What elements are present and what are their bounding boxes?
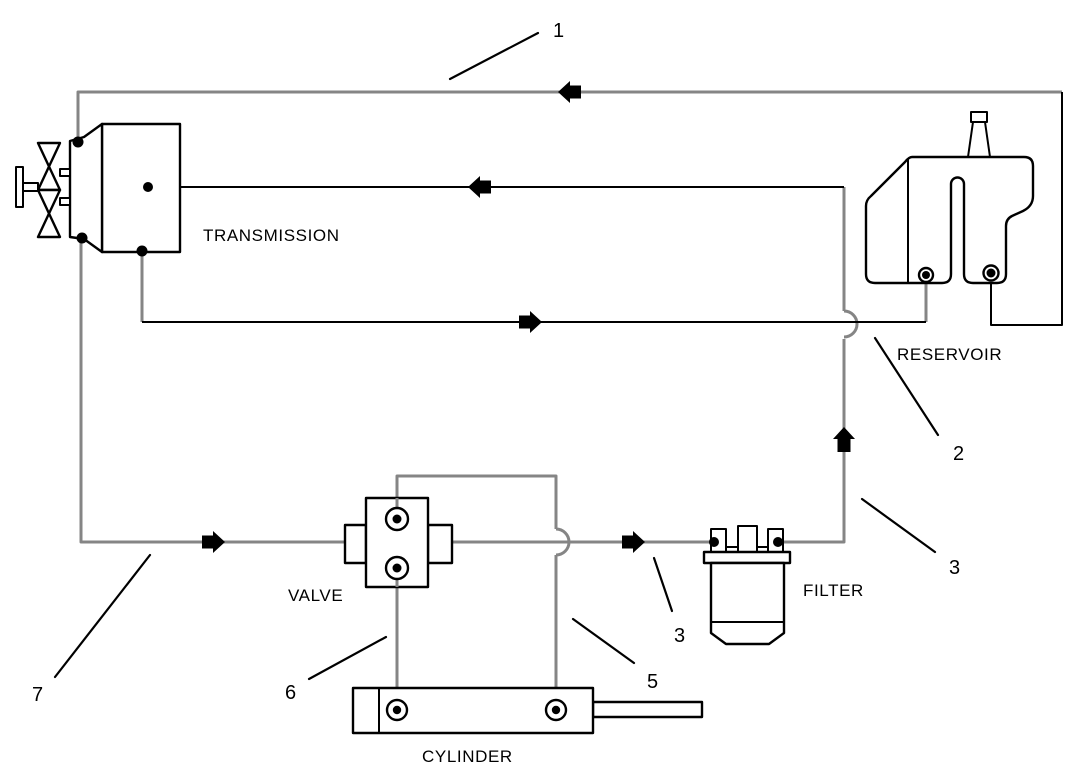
flow-arrow-right-feed [202, 531, 225, 553]
callout-6-number: 6 [285, 682, 296, 704]
callout-3-riser: 3 [860, 497, 960, 579]
callout-7-number: 7 [32, 684, 43, 706]
reservoir-port-left-dot [922, 271, 930, 279]
callout-6: 6 [285, 635, 388, 704]
pulley-shaft [22, 182, 39, 192]
valve-port-top-dot [392, 514, 402, 524]
valve-tab-right [426, 523, 454, 565]
filter-can [709, 561, 786, 646]
transmission-port-top [72, 136, 84, 148]
callout-2: 2 [873, 336, 964, 465]
filter-label: FILTER [803, 581, 864, 600]
filter-port-right-dot [773, 537, 783, 547]
callout-5-number: 5 [647, 671, 658, 693]
pulley-hub-bar-top [59, 168, 71, 177]
valve-symbol [343, 496, 454, 589]
component-labels: TRANSMISSION RESERVOIR VALVE FILTER CYLI… [203, 226, 1002, 766]
line-crossing-hop-valve [555, 527, 571, 557]
callout-7: 7 [32, 553, 152, 706]
callout-2-number: 2 [953, 443, 964, 465]
cylinder-port-right-dot [551, 705, 561, 715]
flow-arrow-right-filter [622, 531, 645, 553]
cylinder-label: CYLINDER [422, 747, 513, 766]
valve-port-bottom-dot [392, 563, 402, 573]
callout-6-leader [307, 635, 388, 681]
valve-tab-left [343, 523, 368, 565]
reservoir-filler-cap [970, 111, 988, 123]
transmission-port-bottom [136, 245, 148, 257]
callout-5: 5 [571, 617, 658, 693]
callout-3-filter: 3 [652, 556, 685, 647]
callout-5-leader [571, 617, 636, 665]
callout-2-leader [873, 336, 940, 437]
callouts: 1 2 3 3 5 6 7 [32, 20, 964, 706]
filter-port-left-dot [709, 537, 719, 547]
flow-arrow-left-top [558, 81, 581, 103]
pulley-sheave-lower [36, 188, 62, 239]
pulley-sheave-upper [36, 141, 62, 192]
filter-to-riser-line [778, 339, 846, 544]
pulley-shaft-plate [15, 166, 24, 208]
flow-arrow-right-lower [519, 311, 542, 333]
flow-arrow-left-middle [468, 176, 491, 198]
flow-arrows [202, 81, 855, 553]
valve-top-loop-line [395, 474, 558, 529]
transmission-body [100, 122, 182, 254]
pulley-hub-bar-bottom [59, 197, 71, 206]
callout-1-number: 1 [553, 20, 564, 42]
top-supply-line [76, 90, 1062, 142]
callout-3-filter-leader [652, 556, 674, 613]
hydraulic-lines [76, 90, 1062, 709]
pump-feed-line [79, 238, 348, 544]
transmission-symbol [15, 122, 182, 257]
filter-fitting-center [737, 525, 758, 553]
cylinder-port-left-dot [392, 705, 402, 715]
callout-3-riser-leader [860, 497, 937, 554]
callout-1-leader [448, 31, 540, 81]
filter-flange [702, 550, 792, 565]
reservoir-port-right-dot [986, 268, 996, 278]
callout-3-filter-number: 3 [674, 625, 685, 647]
callout-3-riser-number: 3 [949, 557, 960, 579]
transmission-port-bottom-left [76, 232, 88, 244]
reservoir-filler-neck [967, 121, 991, 158]
transmission-label: TRANSMISSION [203, 226, 340, 245]
reservoir-label: RESERVOIR [897, 345, 1002, 364]
cylinder-symbol [351, 686, 704, 735]
filter-symbol [702, 525, 792, 646]
callout-1: 1 [448, 20, 564, 81]
valve-label: VALVE [288, 586, 343, 605]
cylinder-rod [591, 700, 704, 719]
callout-7-leader [53, 553, 152, 679]
reservoir-body [864, 155, 1035, 285]
transmission-port-center [143, 182, 153, 192]
flow-arrow-up-riser [833, 427, 855, 452]
reservoir-symbol [864, 111, 1035, 285]
reservoir-outlet-loop [990, 92, 1063, 326]
line-crossing-hop-right [843, 309, 859, 339]
transmission-bell-housing [68, 122, 104, 254]
